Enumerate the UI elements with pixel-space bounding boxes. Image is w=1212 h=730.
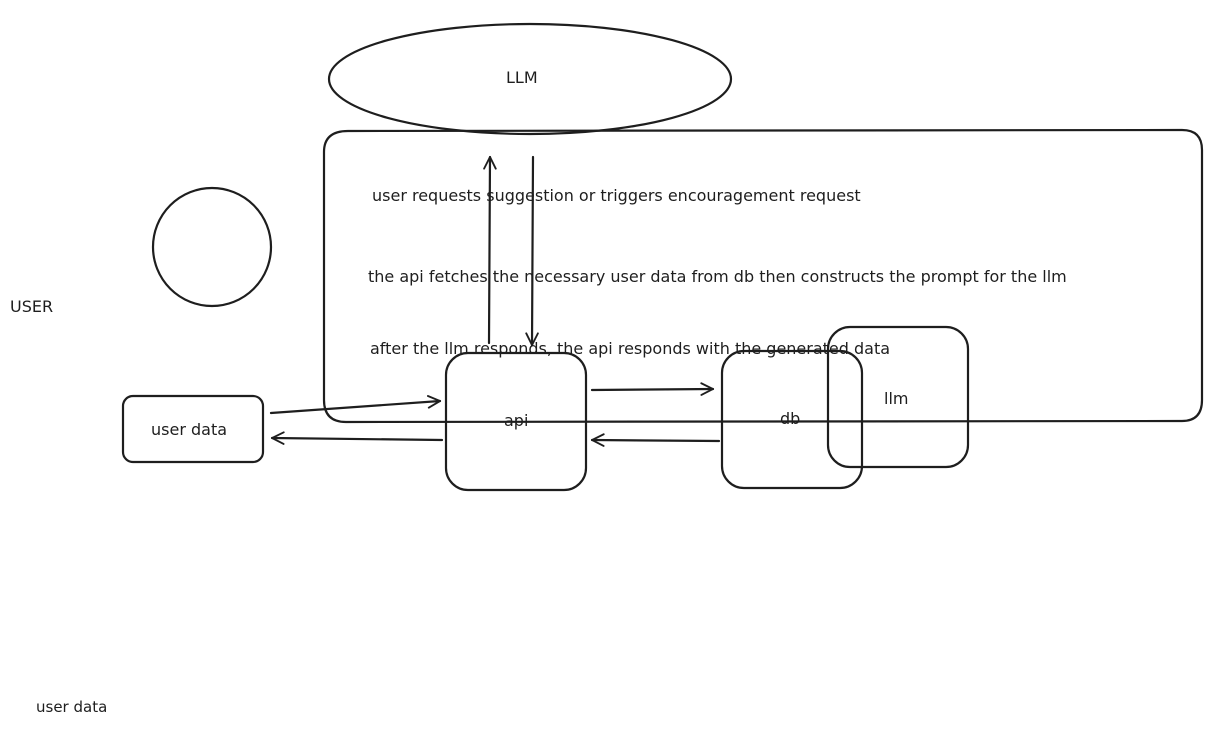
user-data-box-label: user data — [151, 420, 228, 439]
llm-title: LLM — [506, 68, 538, 87]
step-1-text: user requests suggestion or triggers enc… — [372, 186, 861, 205]
arrow-db-to-api — [592, 440, 721, 441]
arrow-llm-to-api — [532, 155, 533, 345]
user-data-box — [121, 394, 265, 464]
arrow-api-to-userdata — [272, 438, 444, 440]
arrow-api-to-db — [590, 389, 713, 390]
footer-user-data-label: user data — [36, 698, 108, 716]
user-circle — [151, 186, 273, 308]
step-3-text: after the llm responds, the api responds… — [370, 339, 891, 358]
llm-ellipse — [327, 22, 733, 136]
arrow-api-to-llm — [489, 157, 490, 345]
step-2-text: the api fetches the necessary user data … — [368, 267, 1067, 286]
arrow-userdata-to-api — [269, 401, 440, 415]
user-label: USER — [10, 297, 54, 316]
llm-box — [826, 325, 970, 469]
process-container — [322, 128, 1204, 424]
api-label: api — [504, 411, 529, 430]
db-box — [720, 349, 864, 490]
api-box — [444, 351, 588, 492]
llm-box-label: llm — [884, 389, 909, 408]
db-label: db — [780, 409, 801, 428]
